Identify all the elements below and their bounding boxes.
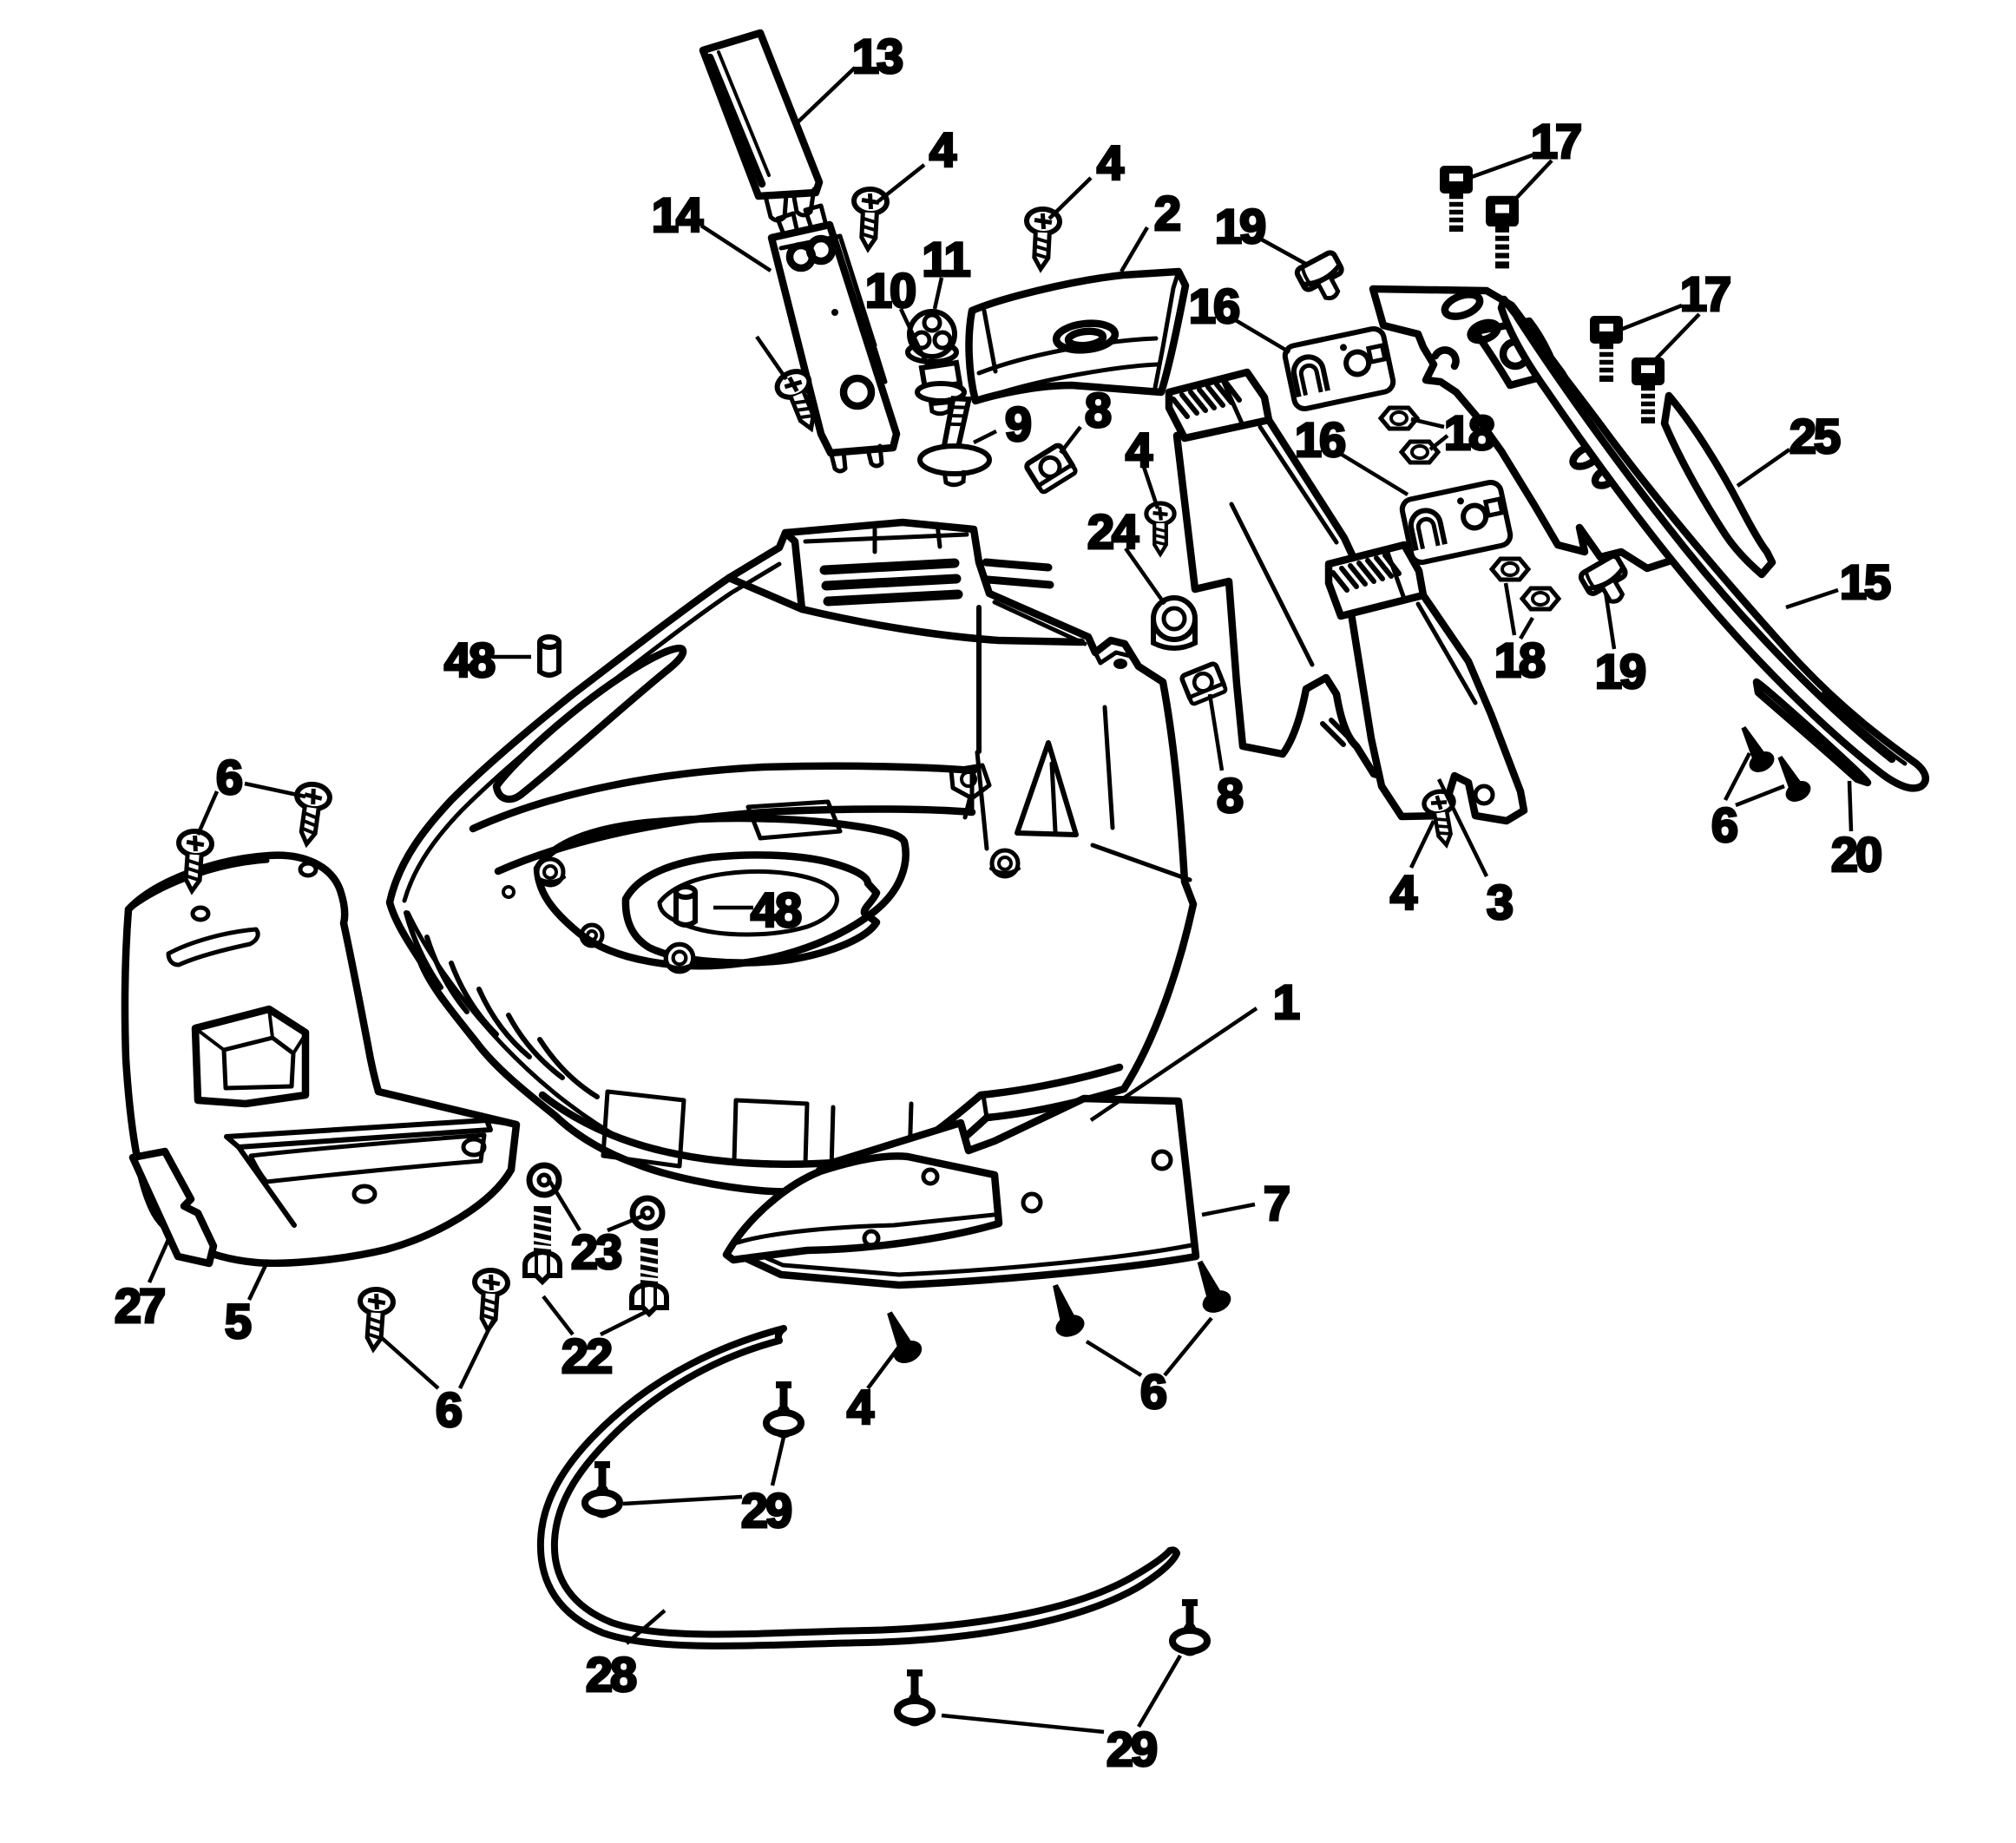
svg-text:4: 4 bbox=[929, 122, 956, 177]
svg-text:6: 6 bbox=[1711, 797, 1737, 852]
svg-text:6: 6 bbox=[216, 750, 242, 804]
svg-text:25: 25 bbox=[1789, 409, 1840, 463]
svg-text:6: 6 bbox=[436, 1382, 462, 1437]
svg-text:17: 17 bbox=[1680, 266, 1730, 321]
svg-text:23: 23 bbox=[571, 1224, 621, 1279]
svg-text:18: 18 bbox=[1444, 405, 1494, 460]
svg-text:24: 24 bbox=[1087, 504, 1139, 559]
svg-text:16: 16 bbox=[1189, 279, 1239, 333]
svg-text:2: 2 bbox=[1154, 186, 1179, 240]
svg-text:8: 8 bbox=[1085, 383, 1111, 437]
svg-text:14: 14 bbox=[652, 187, 703, 242]
svg-text:19: 19 bbox=[1595, 644, 1645, 699]
svg-text:11: 11 bbox=[922, 232, 969, 286]
svg-text:18: 18 bbox=[1494, 633, 1545, 687]
svg-text:3: 3 bbox=[1487, 875, 1513, 929]
svg-text:29: 29 bbox=[1107, 1722, 1157, 1776]
svg-text:7: 7 bbox=[1264, 1176, 1289, 1230]
svg-text:4: 4 bbox=[847, 1380, 874, 1434]
svg-text:9: 9 bbox=[1005, 397, 1031, 451]
svg-text:1: 1 bbox=[1273, 974, 1299, 1029]
svg-text:5: 5 bbox=[225, 1294, 251, 1348]
svg-text:10: 10 bbox=[865, 263, 915, 318]
svg-text:28: 28 bbox=[586, 1647, 636, 1702]
svg-text:22: 22 bbox=[561, 1328, 611, 1383]
svg-text:8: 8 bbox=[1217, 768, 1243, 823]
svg-text:15: 15 bbox=[1840, 554, 1890, 609]
svg-text:19: 19 bbox=[1215, 199, 1265, 253]
svg-text:6: 6 bbox=[1140, 1364, 1166, 1419]
svg-text:16: 16 bbox=[1295, 412, 1345, 467]
svg-text:29: 29 bbox=[741, 1483, 791, 1538]
svg-text:4: 4 bbox=[1126, 423, 1152, 477]
svg-text:4: 4 bbox=[1097, 135, 1124, 190]
svg-text:48: 48 bbox=[751, 882, 801, 937]
svg-text:20: 20 bbox=[1831, 827, 1881, 882]
svg-text:48: 48 bbox=[444, 633, 495, 687]
svg-text:13: 13 bbox=[852, 29, 903, 83]
svg-text:4: 4 bbox=[1390, 865, 1417, 920]
svg-text:27: 27 bbox=[115, 1278, 164, 1333]
svg-text:17: 17 bbox=[1531, 114, 1580, 168]
